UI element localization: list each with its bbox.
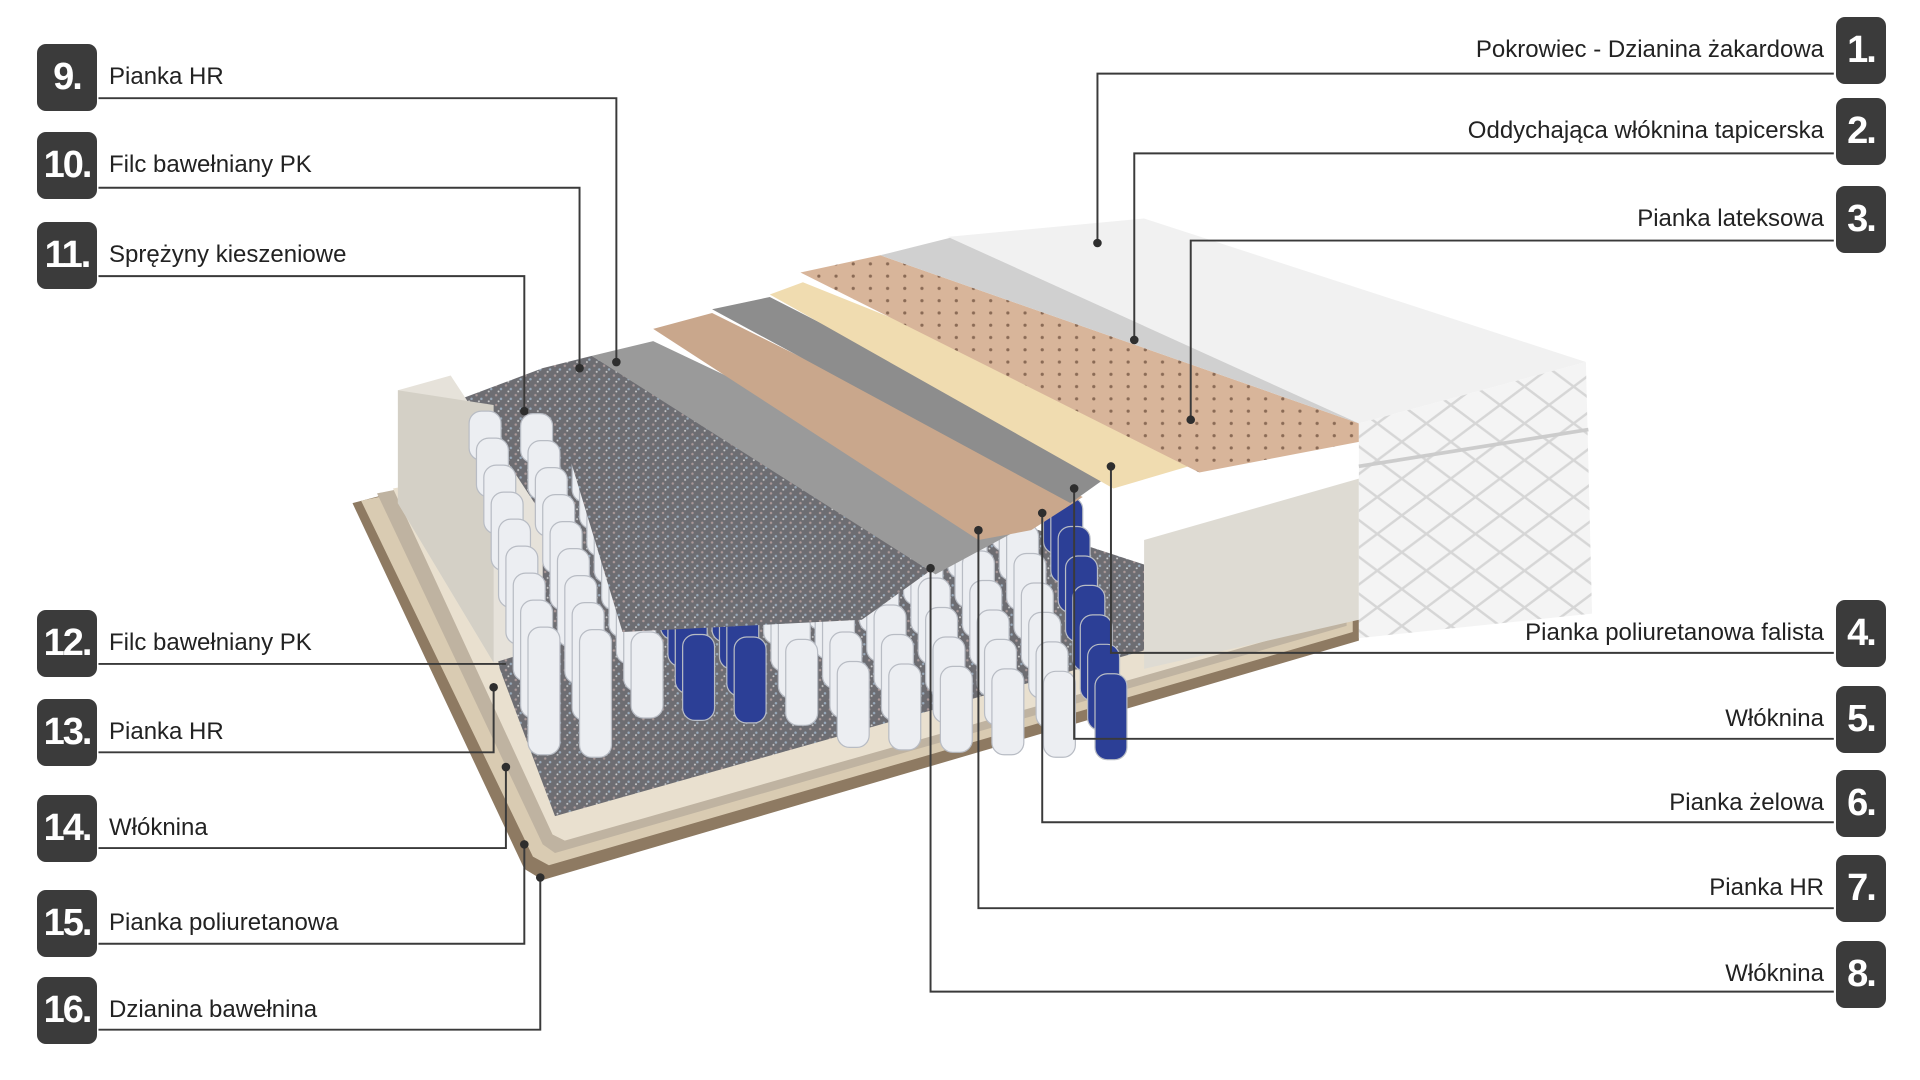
layer-label: Pianka poliuretanowa falista [1525,619,1824,646]
layer-number-badge: 12. [37,610,97,677]
hr-foam-block [1144,478,1359,669]
layer-number-badge: 15. [37,890,97,957]
layer-number-badge: 2. [1836,98,1886,165]
spring-pocket [1042,670,1076,758]
spring-pocket [733,636,767,724]
spring-pocket [991,668,1025,756]
layer-number-badge: 9. [37,44,97,111]
layer-number-badge: 6. [1836,770,1886,837]
layer-label: Pianka HR [1709,874,1824,901]
layer-label: Dzianina bawełnina [109,996,318,1023]
layer-label: Pianka poliuretanowa [109,909,339,936]
layer-number-badge: 4. [1836,600,1886,667]
layer-number-badge: 13. [37,699,97,766]
spring-pocket [888,663,922,751]
layer-label: Oddychająca włóknina tapicerska [1467,117,1824,144]
layer-number-badge: 11. [37,222,97,289]
spring-pocket [682,633,716,722]
layer-label: Włóknina [109,814,208,841]
layer-label: Pianka HR [109,63,224,90]
spring-pocket [630,631,664,719]
layer-number-badge: 14. [37,795,97,862]
layer-label: Filc bawełniany PK [109,151,312,178]
leader-lines [98,72,1834,1031]
spring-pocket [578,628,613,758]
spring-pocket [939,665,973,753]
layer-number-badge: 7. [1836,855,1886,922]
layer-label: Pianka żelowa [1669,789,1824,816]
layer-label: Pianka HR [109,718,224,745]
layer-number-badge: 10. [37,132,97,199]
spring-pocket [1094,673,1128,761]
mattress-cover [947,218,1593,639]
layer-number-badge: 3. [1836,186,1886,253]
layer-number-badge: 5. [1836,686,1886,753]
spring-pocket [785,638,819,726]
layer-label: Filc bawełniany PK [109,629,312,656]
layer-label: Włóknina [1725,705,1824,732]
layer-label: Włóknina [1725,960,1824,987]
layer-label: Pokrowiec - Dzianina żakardowa [1475,36,1824,63]
spring-pocket [836,660,870,749]
layer-number-badge: 16. [37,977,97,1044]
layer-label: Pianka lateksowa [1637,205,1824,232]
layer-number-badge: 1. [1836,17,1886,84]
leader-dots [489,238,1196,882]
comfort-layers [542,236,1359,633]
spring-pocket [527,626,561,756]
layer-label: Sprężyny kieszeniowe [109,241,347,268]
layer-number-badge: 8. [1836,941,1886,1008]
